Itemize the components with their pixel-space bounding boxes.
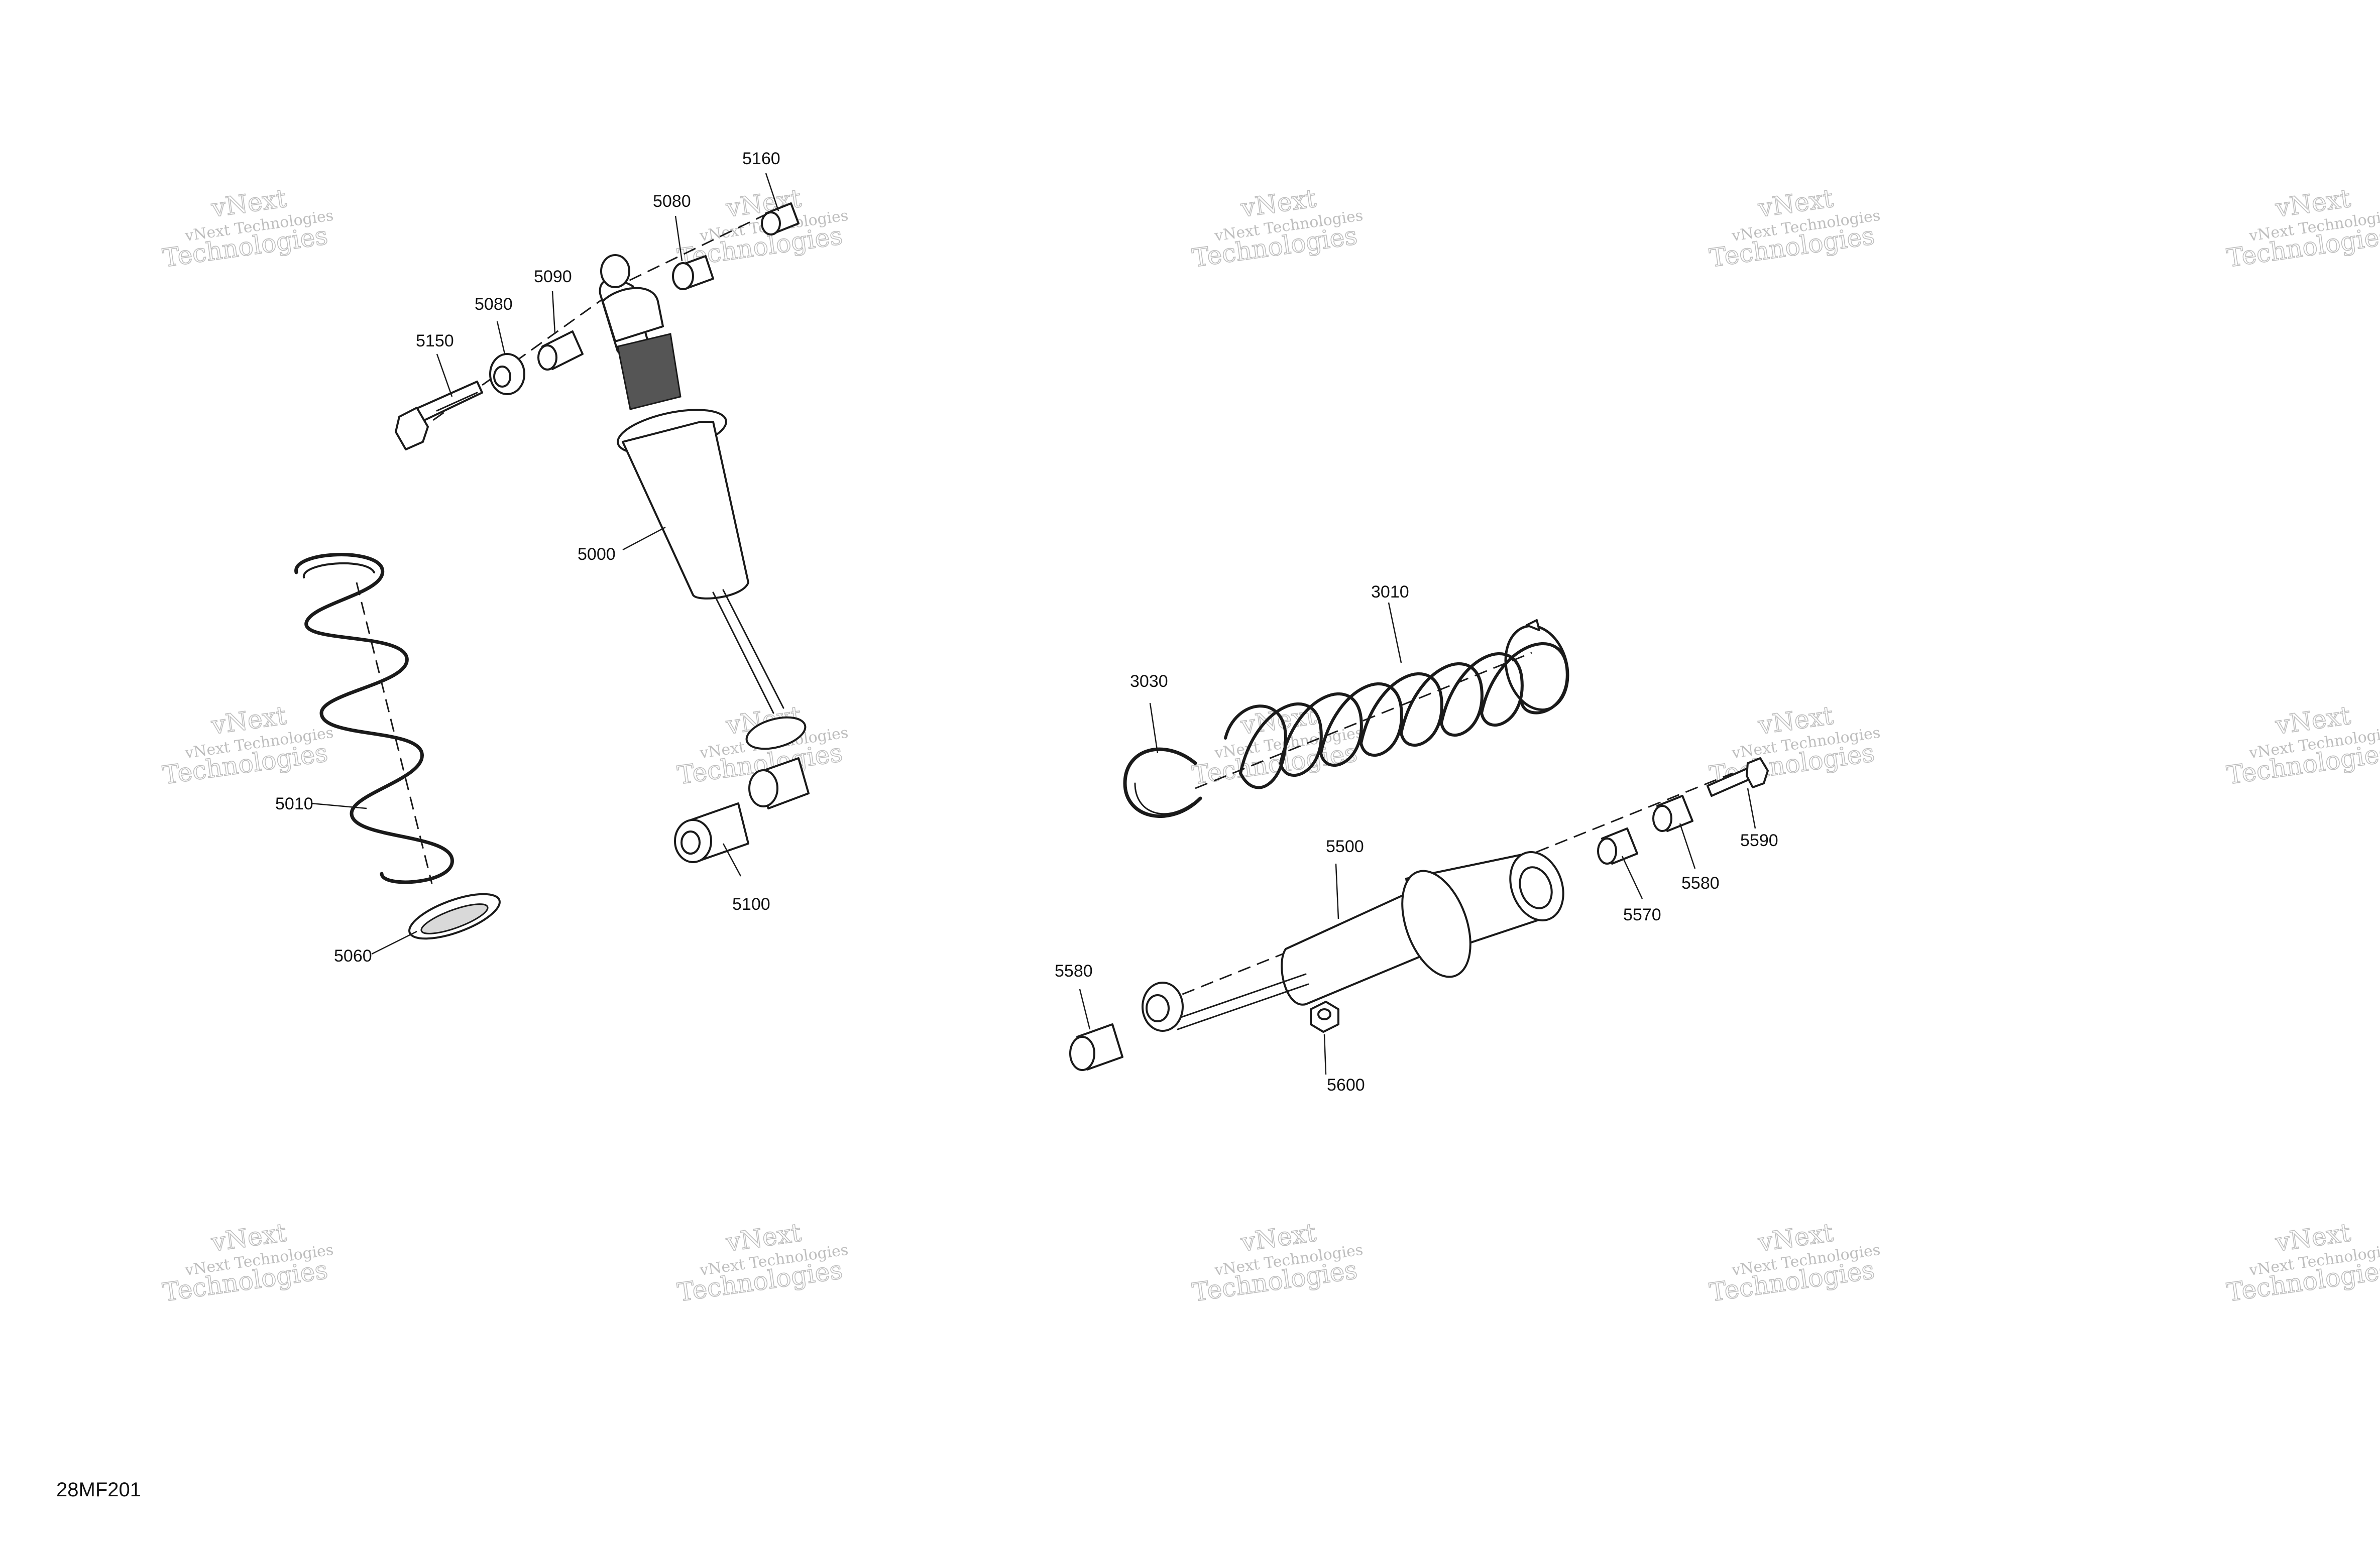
callout-5060: 5060 [334,946,372,966]
bolt-5590 [1707,757,1769,797]
callout-5590: 5590 [1740,831,1778,850]
watermark: vNext Technologies vNext Technologies [675,1218,850,1308]
shock-absorber-5500 [1142,772,1733,1032]
retaining-clip-3030 [1123,747,1202,818]
watermark: vNext Technologies vNext Technologies [2225,1218,2380,1308]
watermark: vNext Technologies vNext Technologies [1190,183,1365,273]
bushing-5100 [674,802,749,863]
upper-mount-axis [416,205,784,433]
bushing-5580-left [1069,1023,1123,1071]
watermark-layer: vNext Technologies vNext Technologies vN… [161,183,2380,1308]
callout-5600: 5600 [1327,1076,1365,1095]
watermark: vNext Technologies vNext Technologies [2225,700,2380,790]
cap-5160 [761,202,800,235]
callout-5580-left: 5580 [1055,962,1093,981]
watermark: vNext Technologies vNext Technologies [161,1218,335,1308]
leader-lines [311,173,1756,1075]
watermark: vNext Technologies vNext Technologies [1708,183,1882,273]
callout-3030: 3030 [1130,672,1168,691]
nut-5600 [1310,1001,1339,1033]
callout-5160: 5160 [742,149,780,168]
callout-3010: 3010 [1371,582,1409,602]
watermark: vNext Technologies vNext Technologies [2225,183,2380,273]
shock-absorber-5000 [599,254,807,750]
bushing-5580-right [1652,795,1693,832]
callout-5090: 5090 [534,267,572,286]
callout-5080-mid: 5080 [475,295,513,314]
watermark: vNext Technologies vNext Technologies [1708,1218,1882,1308]
washer-5080-top [672,255,714,290]
callout-5100: 5100 [732,895,770,914]
washer-5080-mid [489,353,525,395]
callout-5500: 5500 [1326,837,1364,856]
spacer-5570 [1597,827,1638,865]
sleeve-5090 [537,330,584,371]
lower-eye-bushing [748,757,810,809]
watermark: vNext Technologies vNext Technologies [161,700,335,790]
callout-5080-top: 5080 [653,192,691,211]
spring-seat-5060 [408,893,501,940]
callout-labels: 5160 5080 5090 5080 5150 5000 5010 5060 … [275,149,1778,1095]
coil-spring-5010 [294,553,454,884]
watermark: vNext Technologies vNext Technologies [1190,1218,1365,1308]
bolt-5150 [395,381,483,450]
callout-5010: 5010 [275,794,313,813]
callout-5580-right: 5580 [1681,874,1720,893]
coil-spring-3010 [1195,619,1569,789]
callout-5000: 5000 [578,545,616,564]
diagram-code: 28MF201 [56,1479,141,1501]
callout-5570: 5570 [1623,905,1661,924]
watermark: vNext Technologies vNext Technologies [161,183,335,273]
callout-5150: 5150 [416,331,454,350]
